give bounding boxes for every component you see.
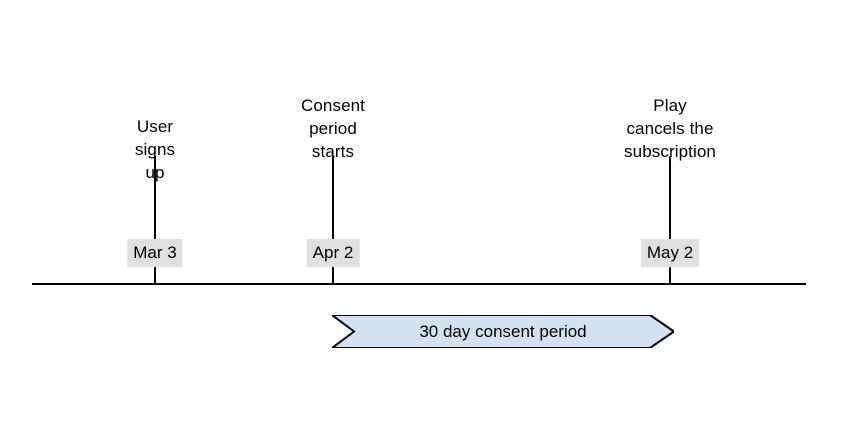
milestone-stem	[332, 156, 334, 283]
milestone-caption: User signs up	[134, 117, 176, 182]
milestone-date-label: May 2	[640, 239, 700, 267]
banner-arrow-shape	[329, 314, 676, 349]
milestone-stem	[154, 156, 156, 283]
milestone-caption: Play cancels the subscription	[624, 96, 716, 161]
milestone-stem	[669, 156, 671, 283]
milestone-date-label: Mar 3	[127, 239, 183, 267]
milestone-caption: Consent period starts	[300, 96, 366, 161]
consent-period-banner: 30 day consent period	[329, 314, 676, 349]
timeline-axis	[32, 283, 806, 285]
milestone-date-label: Apr 2	[306, 239, 360, 267]
